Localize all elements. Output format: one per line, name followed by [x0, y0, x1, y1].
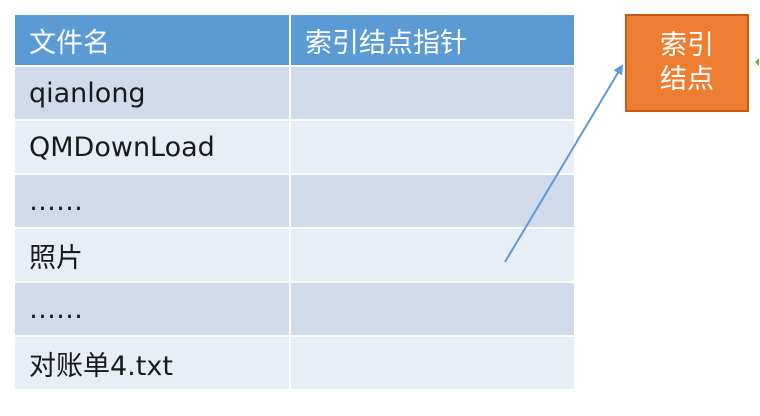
inode-box: 索引 结点 [625, 14, 749, 112]
table-row: …… [13, 281, 576, 337]
table-row: 照片 [13, 227, 576, 283]
table-row: qianlong [13, 65, 576, 121]
filename-cell: qianlong [13, 65, 291, 121]
header-inode-pointer: 索引结点指针 [289, 13, 576, 67]
table-row: 对账单4.txt [13, 335, 576, 391]
inode-label-line2: 结点 [660, 64, 714, 95]
pointer-cell [289, 119, 576, 175]
pointer-cell [289, 281, 576, 337]
pointer-cell [289, 227, 576, 283]
filename-cell: QMDownLoad [13, 119, 291, 175]
filename-cell: …… [13, 173, 291, 229]
filename-cell: …… [13, 281, 291, 337]
table-row: QMDownLoad [13, 119, 576, 175]
directory-table: 文件名 索引结点指针 qianlong QMDownLoad …… 照片 …… … [13, 13, 576, 391]
header-filename: 文件名 [13, 13, 291, 67]
pointer-cell [289, 173, 576, 229]
pointer-cell [289, 335, 576, 391]
inode-label-line1: 索引 [660, 30, 714, 61]
filename-cell: 对账单4.txt [13, 335, 291, 391]
filename-cell: 照片 [13, 227, 291, 283]
pointer-cell [289, 65, 576, 121]
table-header-row: 文件名 索引结点指针 [13, 13, 576, 67]
table-row: …… [13, 173, 576, 229]
connector-mark-icon [755, 58, 759, 66]
